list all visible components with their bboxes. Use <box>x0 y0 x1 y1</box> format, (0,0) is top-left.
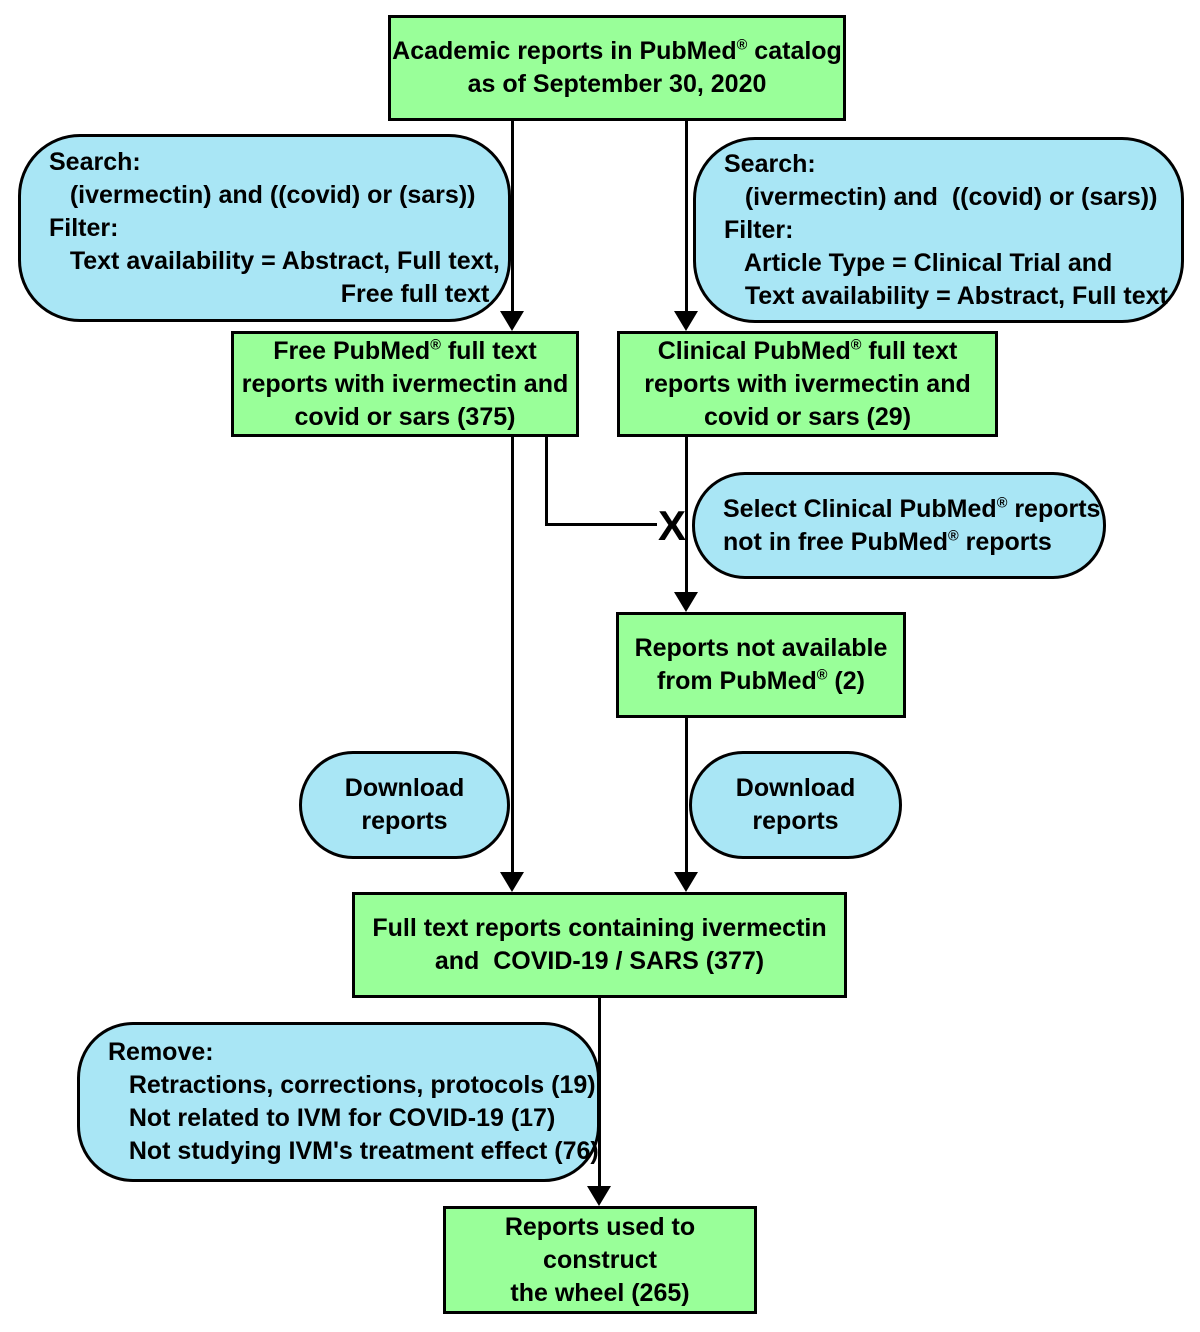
node-remove-criteria: Remove: Retractions, corrections, protoc… <box>77 1022 600 1182</box>
connector-free-branch-down <box>545 437 548 526</box>
connector-notavailable-to-fulltext <box>685 718 688 874</box>
node-search-filter-free: Search: (ivermectin) and ((covid) or (sa… <box>18 134 511 322</box>
connector-free-branch-right <box>545 523 657 526</box>
arrowhead-into-free-reports <box>500 311 524 331</box>
arrowhead-into-fulltext-right <box>674 872 698 892</box>
arrowhead-into-notavailable <box>674 592 698 612</box>
exclusion-x-marker: X <box>658 502 687 549</box>
arrowhead-into-fulltext-left <box>500 872 524 892</box>
node-search-filter-clinical: Search: (ivermectin) and ((covid) or (sa… <box>693 137 1184 323</box>
connector-free-to-fulltext <box>511 437 514 874</box>
arrowhead-into-wheel <box>587 1186 611 1206</box>
connector-catalog-to-free <box>511 120 514 313</box>
connector-catalog-to-clinical <box>685 120 688 313</box>
arrowhead-into-clinical-reports <box>674 311 698 331</box>
connector-clinical-to-notavailable <box>685 437 688 594</box>
